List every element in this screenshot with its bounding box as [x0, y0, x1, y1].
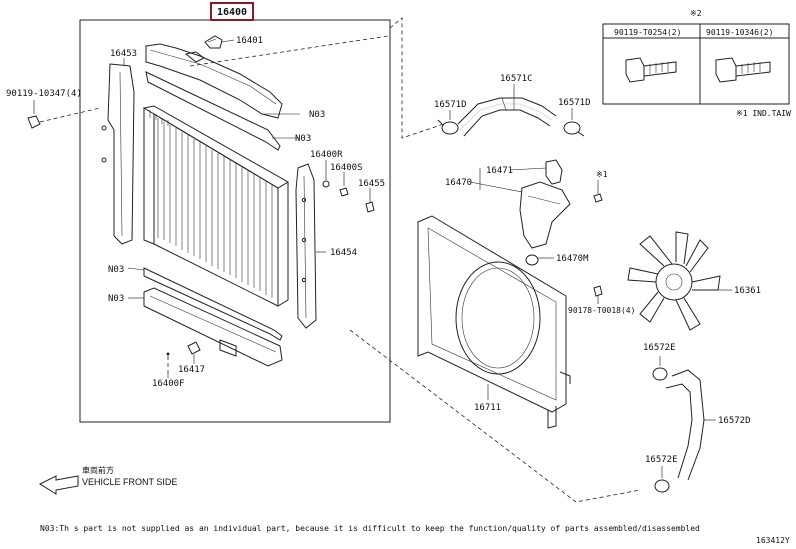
direction-label-en: VEHICLE FRONT SIDE — [82, 477, 177, 487]
radiator-core — [142, 105, 289, 307]
bolt-table: 90119-T0254(2) 90119-10346(2) — [602, 23, 790, 105]
upper-radiator-hose — [457, 97, 557, 137]
upper-tank — [145, 43, 283, 119]
hose-clamp-16572e-upper — [652, 367, 668, 381]
label-16455: 16455 — [358, 179, 385, 189]
upper-gasket — [145, 71, 281, 151]
cooling-fan — [627, 231, 721, 331]
label-16417: 16417 — [178, 365, 205, 375]
reference-line-hose — [389, 17, 445, 139]
label-16471: 16471 — [486, 166, 513, 176]
footer-note: N03:Th s part is not supplied as an indi… — [40, 524, 700, 533]
reserve-tank — [519, 181, 571, 249]
left-side-support — [101, 63, 135, 245]
label-16572d: 16572D — [718, 416, 751, 426]
label-16470: 16470 — [445, 178, 472, 188]
drain-cock — [187, 341, 201, 355]
label-16572e-upper: 16572E — [643, 343, 676, 353]
hose-clamp-16572e-lower — [654, 479, 670, 493]
label-16400s: 16400S — [330, 163, 363, 173]
fan-shroud — [417, 215, 571, 429]
reserve-tank-cap — [545, 159, 563, 185]
bolt-icon-2 — [715, 57, 771, 83]
hose-clamp-right — [563, 121, 585, 137]
label-16470m: 16470M — [556, 254, 589, 264]
label-16400f: 16400F — [152, 379, 185, 389]
label-n03-c: N03 — [108, 265, 124, 275]
label-16454: 16454 — [330, 248, 357, 258]
label-16571d-right: 16571D — [558, 98, 591, 108]
label-90178-t0018: 90178-T0018(4) — [568, 306, 635, 315]
reference-line-cap — [189, 35, 389, 67]
radiator-assembly-frame — [79, 19, 391, 423]
part-number-box[interactable] — [210, 2, 254, 21]
label-16361: 16361 — [734, 286, 761, 296]
part-number-16400[interactable]: 16400 — [217, 7, 247, 18]
label-16453: 16453 — [110, 49, 137, 59]
front-direction-arrow — [38, 475, 79, 495]
bolt-90119-10347 — [27, 115, 41, 129]
hose-16470m — [525, 254, 539, 266]
table-col-1: 90119-T0254(2) — [614, 28, 681, 37]
lower-gasket — [143, 267, 283, 341]
radiator-cap — [204, 35, 223, 49]
label-90119-10347: 90119-10347(4) — [6, 89, 82, 99]
label-16571d-left: 16571D — [434, 100, 467, 110]
label-16401: 16401 — [236, 36, 263, 46]
table-col-2: 90119-10346(2) — [706, 28, 773, 37]
label-star1: ※1 — [596, 170, 608, 179]
drain-plug-16400r — [322, 180, 330, 188]
label-16400r: 16400R — [310, 150, 343, 160]
label-n03-b: N03 — [295, 134, 311, 144]
label-16572e-lower: 16572E — [645, 455, 678, 465]
bolt-icon-1 — [625, 57, 677, 83]
lower-tank — [143, 287, 283, 367]
label-16571c: 16571C — [500, 74, 533, 84]
right-side-support — [295, 163, 317, 329]
bolt-star1 — [593, 193, 603, 203]
lower-radiator-hose — [665, 369, 705, 481]
label-n03-a: N03 — [309, 110, 325, 120]
diagram-id: 163412Y — [756, 536, 790, 545]
hose-clamp-left — [437, 119, 459, 135]
label-16711: 16711 — [474, 403, 501, 413]
drain-plug — [166, 352, 170, 356]
reference-line-lower-hose — [349, 329, 641, 503]
gasket-16400s — [339, 187, 349, 197]
bolt-90178 — [593, 285, 603, 297]
direction-label-jp: 車両前方 — [82, 465, 114, 475]
label-n03-d: N03 — [108, 294, 124, 304]
screw-16455 — [365, 201, 375, 213]
table-header-note: ※2 — [690, 9, 702, 18]
table-footnote: ※1 IND.TAIW — [736, 109, 791, 118]
